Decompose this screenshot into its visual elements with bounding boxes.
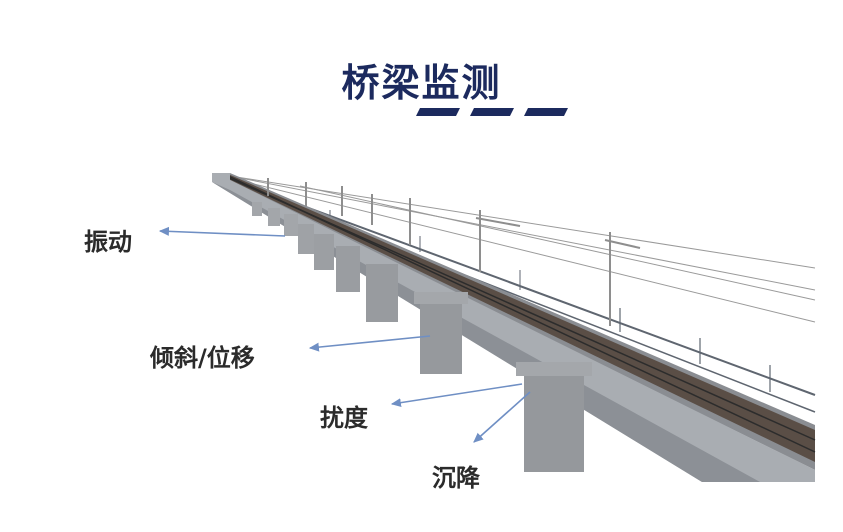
settlement-label: 沉降	[432, 464, 480, 492]
tilt-arrow	[308, 335, 431, 352]
tilt-displacement-label: 倾斜/位移	[150, 344, 255, 372]
catenary-masts	[267, 178, 641, 326]
vibration-arrow	[158, 226, 286, 237]
bridge-girder	[212, 173, 815, 482]
vibration-label: 振动	[84, 228, 132, 256]
page-title: 桥梁监测	[341, 61, 502, 105]
settlement-arrow	[473, 391, 531, 443]
title-underline	[416, 108, 568, 116]
annotation-arrows	[158, 226, 531, 443]
rails	[219, 173, 816, 453]
ballast	[218, 174, 815, 462]
catenary-wires	[229, 175, 816, 323]
deflection-arrow	[390, 383, 523, 408]
bridge-piers	[252, 202, 592, 472]
deflection-label: 扰度	[320, 404, 368, 432]
